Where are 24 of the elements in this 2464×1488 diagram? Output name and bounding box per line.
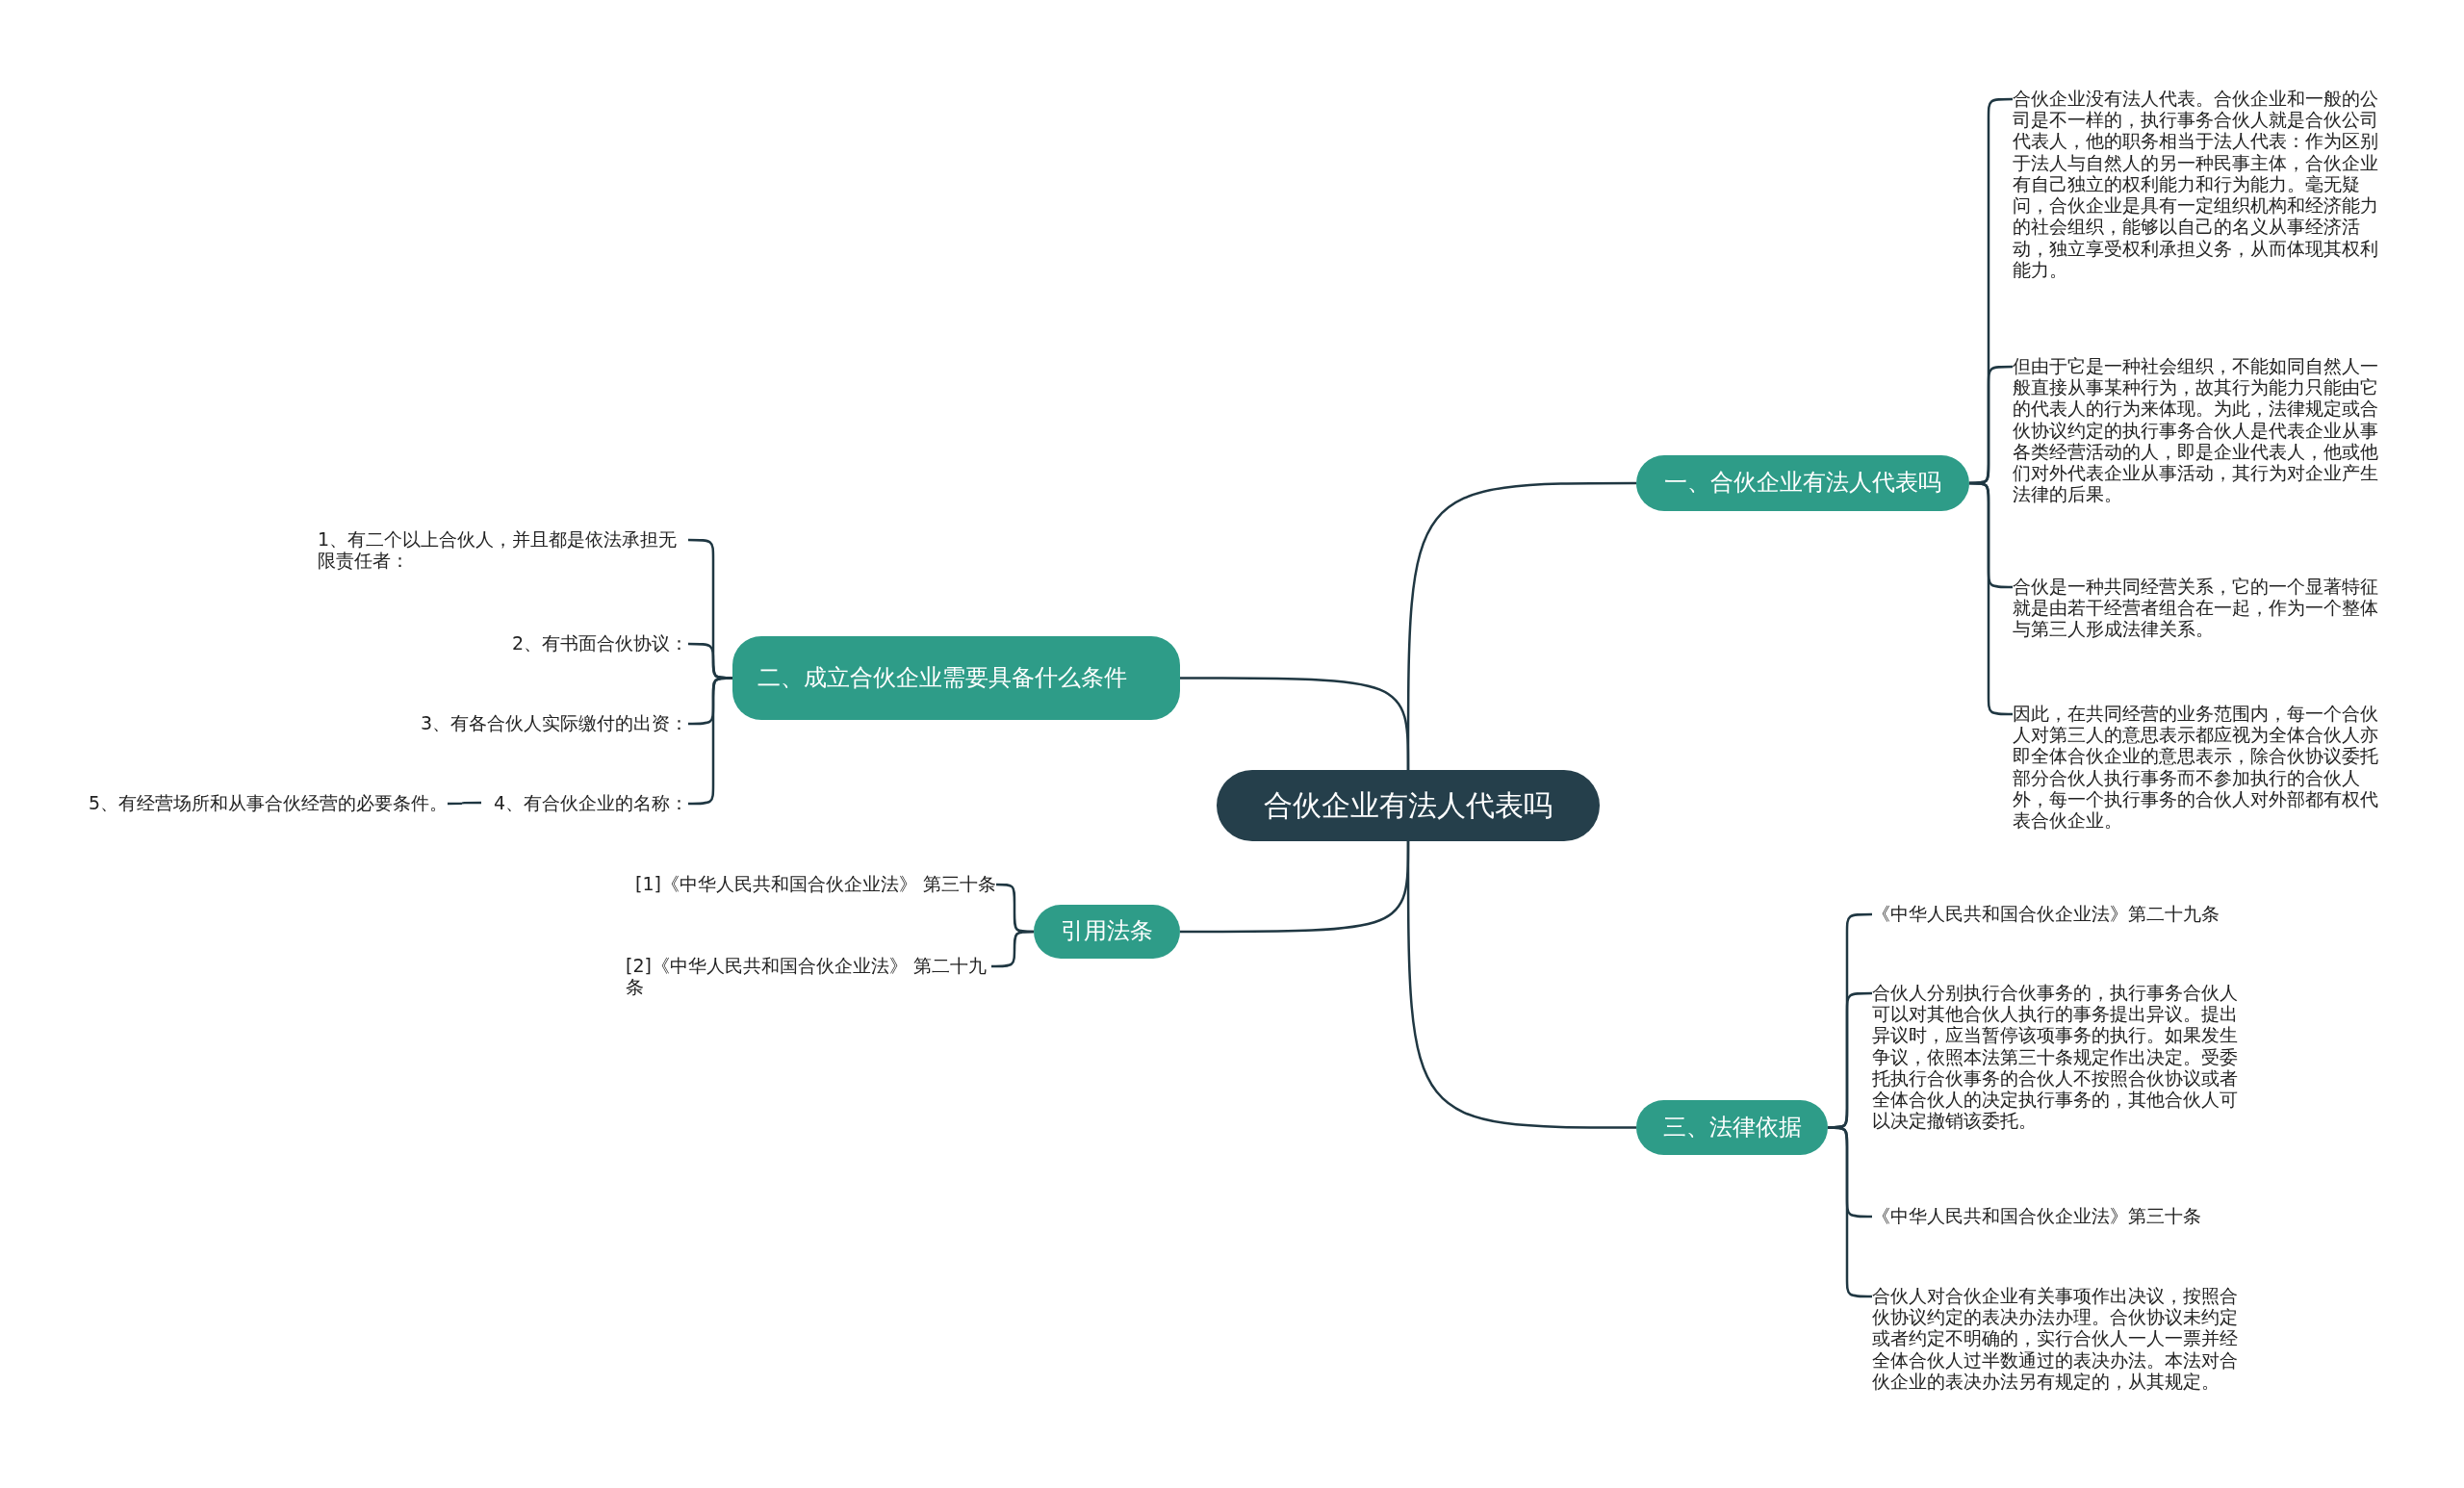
branch-topic-box: 三、法律依据: [1636, 1100, 1828, 1155]
note-text: 合伙企业没有法人代表。合伙企业和一般的公司是不一样的，执行事务合伙人就是合伙公司代表人，他的职务相当于法人代表：作为区别于法人与自然人的另一种民事主体，合伙企业有自己独立的权利能力和行为能力。毫无疑问，合伙企业是具有一定组织机构和经济能力的社会组织，能够以自己的名义从事经济活动，独立享受权利承担义务，从而体现其权利能力。: [2013, 88, 2388, 280]
note-text: 合伙人分别执行合伙事务的，执行事务合伙人可以对其他合伙人执行的事务提出异议。提出异议时，应当暂停该项事务的执行。如果发生争议，依照本法第三十条规定作出决定。受委托执行合伙事务的合伙人不按照合伙协议或者全体合伙人的决定执行事务的，其他合伙人可以决定撤销该委托。: [1872, 982, 2247, 1132]
note-text: 2、有书面合伙协议：: [462, 632, 688, 654]
note-text: [2]《中华人民共和国合伙企业法》 第二十九条: [626, 955, 991, 998]
root-topic-box: 合伙企业有法人代表吗: [1217, 770, 1600, 841]
note-text: 《中华人民共和国合伙企业法》第二十九条: [1872, 903, 2247, 925]
note-text: 5、有经营场所和从事合伙经营的必要条件。: [82, 792, 448, 814]
note-text: [1]《中华人民共和国合伙企业法》 第三十条: [616, 873, 996, 895]
note-text: 但由于它是一种社会组织，不能如同自然人一般直接从事某种行为，故其行为能力只能由它的代表人的行为来体现。为此，法律规定或合伙协议约定的执行事务合伙人是代表企业从事各类经营活动的人，即是企业代表人，他或他们对外代表企业从事活动，其行为对企业产生法律的后果。: [2013, 355, 2388, 505]
note-text: 3、有各合伙人实际缴付的出资：: [385, 712, 688, 734]
note-text: 4、有合伙企业的名称：: [481, 792, 688, 814]
note-text: 合伙是一种共同经营关系，它的一个显著特征就是由若干经营者组合在一起，作为一个整体与第三人形成法律关系。: [2013, 576, 2388, 640]
note-text: 1、有二个以上合伙人，并且都是依法承担无限责任者：: [318, 528, 688, 572]
branch-topic-box: 一、合伙企业有法人代表吗: [1636, 455, 1969, 511]
note-text: 合伙人对合伙企业有关事项作出决议，按照合伙协议约定的表决办法办理。合伙协议未约定或者约定不明确的，实行合伙人一人一票并经全体合伙人过半数通过的表决办法。本法对合伙企业的表决办法另有规定的，从其规定。: [1872, 1285, 2247, 1393]
note-text: 因此，在共同经营的业务范围内，每一个合伙人对第三人的意思表示都应视为全体合伙人亦即全体合伙企业的意思表示，除合伙协议委托部分合伙人执行事务而不参加执行的合伙人外，每一个执行事务的合伙人对外部都有权代表合伙企业。: [2013, 703, 2388, 832]
connector-line: [991, 930, 1034, 968]
branch-topic-box: 引用法条: [1034, 905, 1180, 959]
connector-line: [448, 801, 481, 806]
note-text: 《中华人民共和国合伙企业法》第三十条: [1872, 1205, 2247, 1227]
branch-topic-box: 二、成立合伙企业需要具备什么条件: [732, 636, 1180, 720]
connector-line: [1406, 841, 1636, 1129]
connector-line: [1180, 677, 1410, 770]
